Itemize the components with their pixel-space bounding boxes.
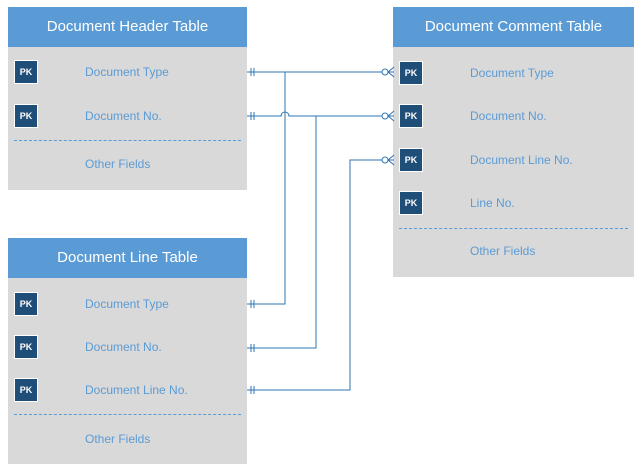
document-header-field-document-no: PK Document No. bbox=[8, 104, 247, 128]
fields-divider bbox=[399, 228, 628, 229]
connector-line-document-no bbox=[247, 116, 317, 349]
document-line-field-document-line-no: PK Document Line No. bbox=[8, 378, 247, 402]
document-comment-field-line-no: PK Line No. bbox=[393, 191, 634, 215]
field-label: Document Type bbox=[470, 66, 554, 80]
pk-badge: PK bbox=[399, 61, 423, 85]
field-label: Document Line No. bbox=[85, 383, 188, 397]
pk-badge: PK bbox=[14, 378, 38, 402]
field-label: Line No. bbox=[470, 196, 515, 210]
one-marker-icon bbox=[250, 300, 255, 308]
document-comment-table: Document Comment Table PK Document Type … bbox=[393, 7, 634, 277]
document-comment-field-document-line-no: PK Document Line No. bbox=[393, 148, 634, 172]
one-marker-icon bbox=[250, 112, 255, 120]
pk-badge: PK bbox=[14, 104, 38, 128]
document-line-field-document-no: PK Document No. bbox=[8, 335, 247, 359]
connector-line-document-line-no bbox=[247, 159, 389, 391]
document-comment-table-title: Document Comment Table bbox=[393, 7, 634, 47]
fields-divider bbox=[14, 414, 241, 415]
document-line-table: Document Line Table PK Document Type PK … bbox=[8, 238, 247, 464]
field-label: Document No. bbox=[470, 109, 547, 123]
field-label: Document No. bbox=[85, 109, 162, 123]
document-header-table-title: Document Header Table bbox=[8, 7, 247, 47]
document-comment-field-document-type: PK Document Type bbox=[393, 61, 634, 85]
pk-badge: PK bbox=[14, 292, 38, 316]
pk-badge: PK bbox=[14, 335, 38, 359]
one-marker-icon bbox=[250, 386, 255, 394]
pk-badge: PK bbox=[399, 104, 423, 128]
zero-or-many-marker-icon bbox=[381, 66, 395, 78]
one-marker-icon bbox=[250, 68, 255, 76]
other-fields-label: Other Fields bbox=[85, 157, 151, 171]
field-label: Document No. bbox=[85, 340, 162, 354]
document-comment-field-document-no: PK Document No. bbox=[393, 104, 634, 128]
pk-badge: PK bbox=[399, 148, 423, 172]
field-label: Document Type bbox=[85, 297, 169, 311]
pk-badge: PK bbox=[399, 191, 423, 215]
field-label: Document Line No. bbox=[470, 153, 573, 167]
connector-header-document-no bbox=[247, 111, 389, 117]
document-line-table-title: Document Line Table bbox=[8, 238, 247, 278]
pk-badge: PK bbox=[14, 60, 38, 84]
field-label: Document Type bbox=[85, 65, 169, 79]
one-marker-icon bbox=[250, 344, 255, 352]
zero-or-many-marker-icon bbox=[381, 110, 395, 122]
connector-line-document-type bbox=[247, 72, 286, 305]
document-header-table: Document Header Table PK Document Type P… bbox=[8, 7, 247, 190]
other-fields-label: Other Fields bbox=[470, 244, 536, 258]
other-fields-label: Other Fields bbox=[85, 432, 151, 446]
document-header-field-document-type: PK Document Type bbox=[8, 60, 247, 84]
document-line-field-document-type: PK Document Type bbox=[8, 292, 247, 316]
fields-divider bbox=[14, 140, 241, 141]
zero-or-many-marker-icon bbox=[381, 154, 395, 166]
